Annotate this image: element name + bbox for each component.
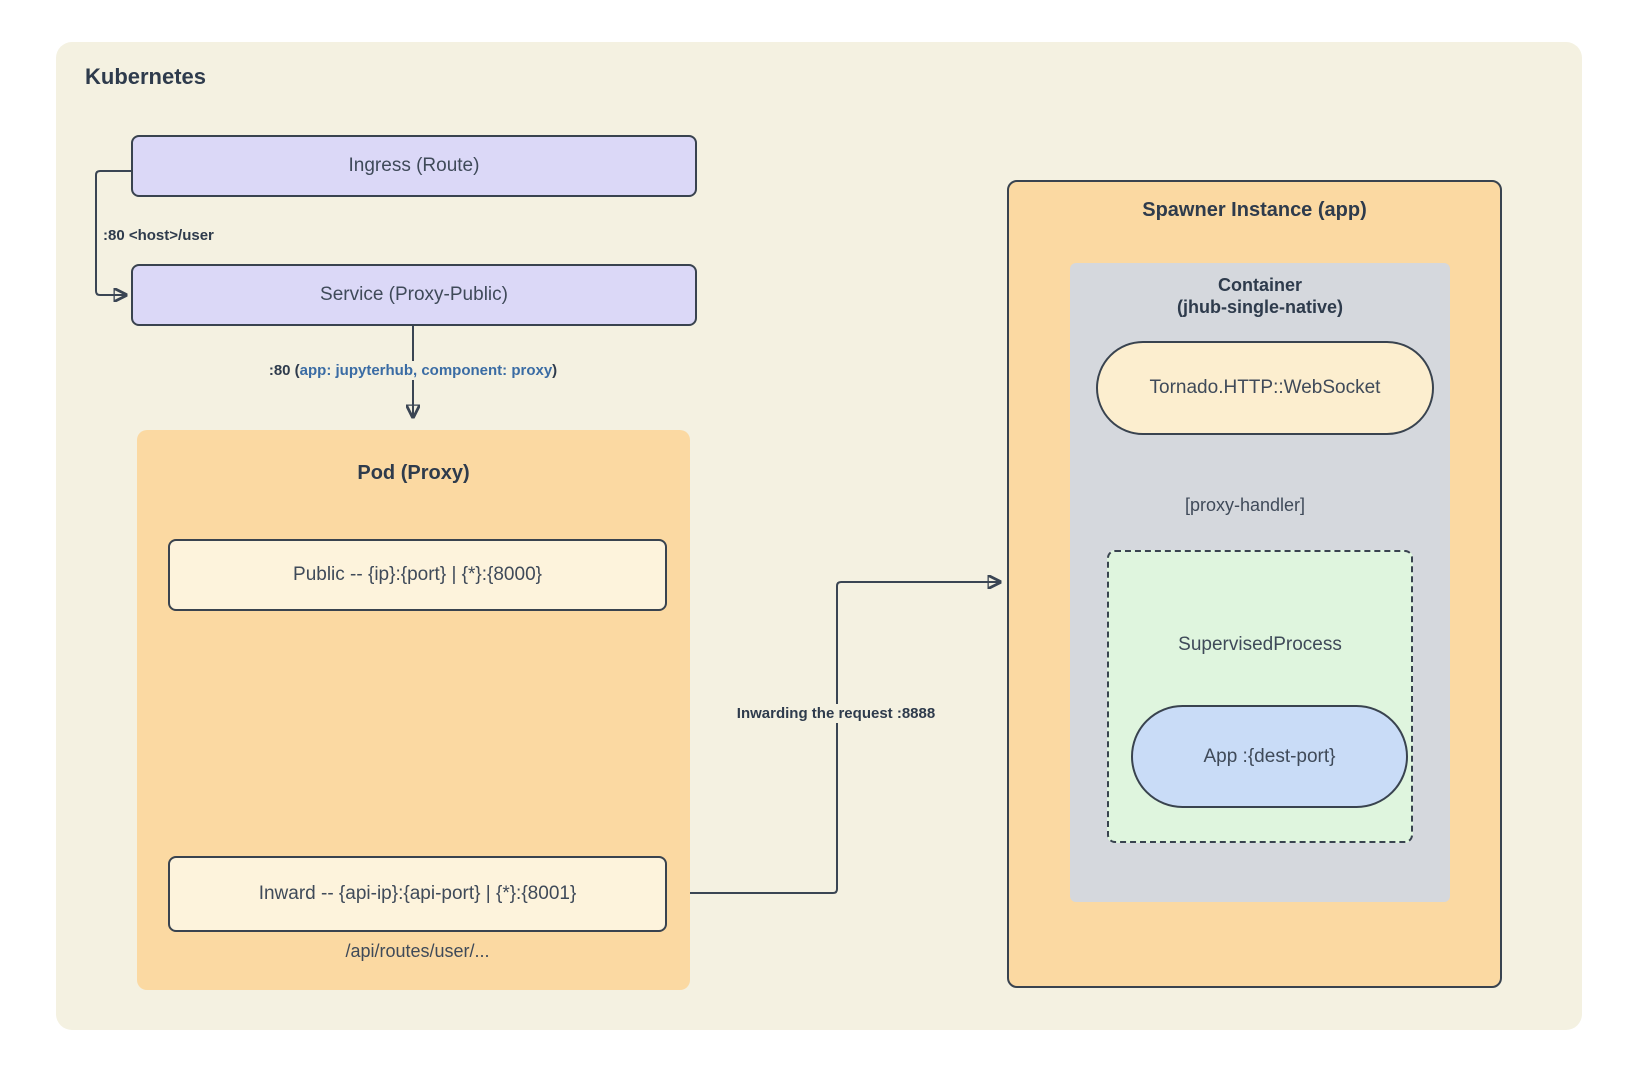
container-title-line2: (jhub-single-native) [1177, 297, 1343, 317]
node-service[interactable]: Service (Proxy-Public) [131, 264, 697, 326]
node-inward[interactable]: Inward -- {api-ip}:{api-port} | {*}:{800… [168, 856, 667, 932]
node-public[interactable]: Public -- {ip}:{port} | {*}:{8000} [168, 539, 667, 611]
node-app[interactable]: App :{dest-port} [1131, 705, 1408, 808]
selector-suffix: ) [552, 362, 558, 379]
edge-label-host-user: :80 <host>/user [99, 226, 218, 245]
node-websocket-label: Tornado.HTTP::WebSocket [1149, 377, 1381, 398]
node-inward-label: Inward -- {api-ip}:{api-port} | {*}:{800… [258, 883, 577, 904]
group-container-title: Container (jhub-single-native) [1070, 274, 1450, 318]
edge-label-proxy-handler: [proxy-handler] [1184, 495, 1306, 515]
node-websocket[interactable]: Tornado.HTTP::WebSocket [1096, 341, 1434, 435]
node-ingress-label: Ingress (Route) [348, 155, 480, 176]
node-app-label: App :{dest-port} [1203, 745, 1336, 767]
node-public-label: Public -- {ip}:{port} | {*}:{8000} [293, 564, 542, 585]
selector-prefix: :80 ( [268, 362, 300, 379]
node-service-label: Service (Proxy-Public) [320, 284, 508, 305]
edge-label-selector: :80 (app: jupyterhub, component: proxy) [264, 361, 562, 380]
edge-label-inwarding: Inwarding the request :8888 [732, 704, 940, 723]
container-title-line1: Container [1217, 275, 1302, 295]
node-ingress[interactable]: Ingress (Route) [131, 135, 697, 197]
kubernetes-title: Kubernetes [85, 64, 207, 89]
selector-value: app: jupyterhub, component: proxy [299, 362, 553, 379]
routes-note: /api/routes/user/... [345, 941, 490, 961]
group-spawner-title: Spawner Instance (app) [1142, 199, 1367, 221]
node-supervised-process-label: SupervisedProcess [1178, 634, 1342, 655]
group-pod-proxy-title: Pod (Proxy) [357, 462, 470, 484]
